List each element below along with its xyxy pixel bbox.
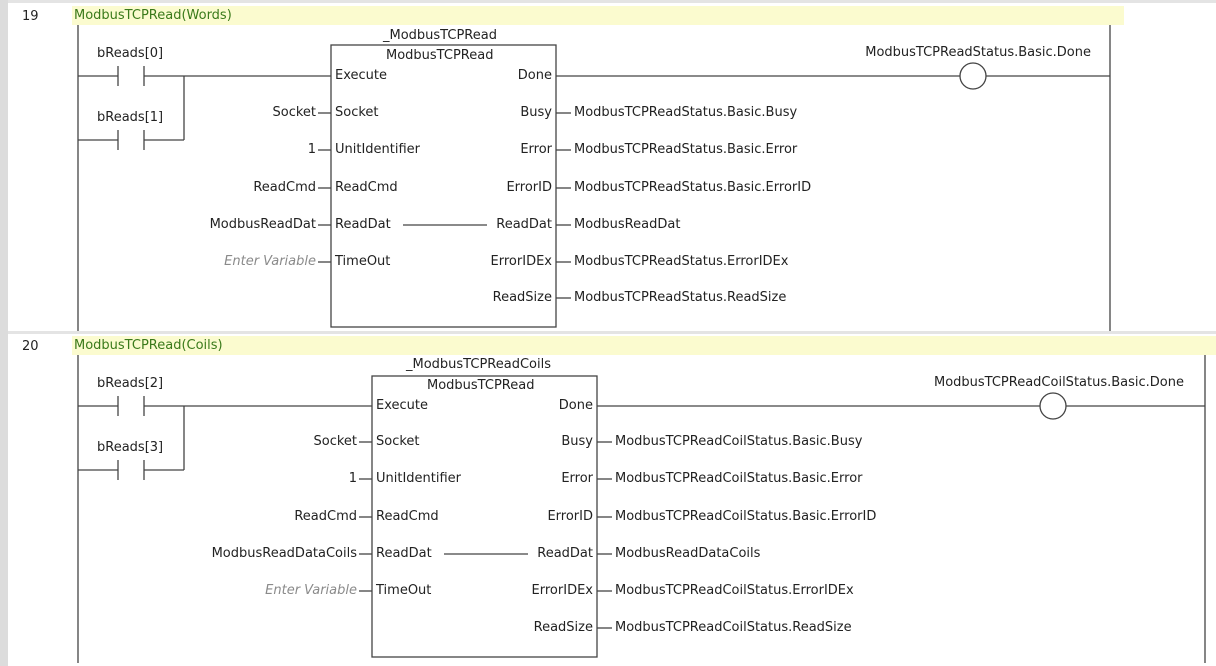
contact-label[interactable]: bReads[2]: [97, 376, 164, 391]
rung-separator: [8, 331, 1216, 334]
output-pin: Error: [520, 142, 552, 157]
rung-number: 20: [22, 339, 39, 354]
input-variable[interactable]: ModbusReadDat: [209, 217, 316, 232]
input-variable[interactable]: ReadCmd: [253, 180, 316, 195]
fb-instance-name[interactable]: _ModbusTCPRead: [383, 28, 497, 43]
output-pin: ReadSize: [533, 620, 593, 635]
fb-type-name: ModbusTCPRead: [427, 378, 535, 393]
output-pin: Busy: [561, 434, 593, 449]
input-variable[interactable]: Socket: [313, 434, 357, 449]
output-variable[interactable]: ModbusTCPReadStatus.ReadSize: [574, 290, 787, 305]
input-pin: ReadCmd: [335, 180, 398, 195]
contact-label[interactable]: bReads[0]: [97, 46, 164, 61]
input-variable-placeholder[interactable]: Enter Variable: [224, 254, 316, 269]
fb-instance-name[interactable]: _ModbusTCPReadCoils: [406, 357, 551, 372]
input-pin: UnitIdentifier: [335, 142, 421, 157]
output-pin: ErrorID: [506, 180, 552, 195]
output-pin: Done: [517, 68, 552, 83]
input-variable[interactable]: 1: [307, 142, 316, 157]
output-variable[interactable]: ModbusTCPReadCoilStatus.ErrorIDEx: [615, 583, 854, 598]
output-pin: Done: [558, 398, 593, 413]
output-variable[interactable]: ModbusTCPReadCoilStatus.Basic.Busy: [615, 434, 863, 449]
coil-label[interactable]: ModbusTCPReadCoilStatus.Basic.Done: [933, 375, 1184, 390]
rung-comment[interactable]: ModbusTCPRead(Words): [72, 6, 1124, 25]
output-pin: ErrorID: [547, 509, 593, 524]
output-variable[interactable]: ModbusReadDat: [574, 217, 681, 232]
output-pin: ErrorIDEx: [531, 583, 593, 598]
output-pin: ReadDat: [537, 546, 593, 561]
output-pin: ReadDat: [496, 217, 552, 232]
output-variable[interactable]: ModbusReadDataCoils: [615, 546, 761, 561]
output-variable[interactable]: ModbusTCPReadCoilStatus.Basic.ErrorID: [615, 509, 877, 524]
input-variable[interactable]: 1: [348, 471, 357, 486]
output-variable[interactable]: ModbusTCPReadStatus.Basic.Error: [574, 142, 798, 157]
coil-label[interactable]: ModbusTCPReadStatus.Basic.Done: [865, 45, 1091, 60]
input-pin: Execute: [376, 398, 428, 413]
output-variable[interactable]: ModbusTCPReadCoilStatus.ReadSize: [615, 620, 852, 635]
input-pin: ReadCmd: [376, 509, 439, 524]
output-variable[interactable]: ModbusTCPReadStatus.ErrorIDEx: [574, 254, 789, 269]
output-variable[interactable]: ModbusTCPReadStatus.Basic.ErrorID: [574, 180, 812, 195]
input-pin: UnitIdentifier: [376, 471, 462, 486]
editor-gutter: [0, 0, 8, 666]
input-pin: ReadDat: [376, 546, 432, 561]
input-variable[interactable]: ModbusReadDataCoils: [211, 546, 357, 561]
output-pin: ErrorIDEx: [490, 254, 552, 269]
input-variable[interactable]: Socket: [272, 105, 316, 120]
contact-label[interactable]: bReads[1]: [97, 110, 164, 125]
output-pin: Error: [561, 471, 593, 486]
rung-comment[interactable]: ModbusTCPRead(Coils): [72, 336, 1216, 355]
input-pin: Socket: [376, 434, 420, 449]
input-pin: TimeOut: [335, 254, 391, 269]
rung-number: 19: [22, 9, 39, 24]
input-variable[interactable]: ReadCmd: [294, 509, 357, 524]
contact-label[interactable]: bReads[3]: [97, 440, 164, 455]
rung-separator: [8, 0, 1216, 3]
input-variable-placeholder[interactable]: Enter Variable: [265, 583, 357, 598]
input-pin: Socket: [335, 105, 379, 120]
output-pin: ReadSize: [492, 290, 552, 305]
input-pin: TimeOut: [376, 583, 432, 598]
output-pin: Busy: [520, 105, 552, 120]
output-variable[interactable]: ModbusTCPReadStatus.Basic.Busy: [574, 105, 798, 120]
input-pin: ReadDat: [335, 217, 391, 232]
output-variable[interactable]: ModbusTCPReadCoilStatus.Basic.Error: [615, 471, 863, 486]
input-pin: Execute: [335, 68, 387, 83]
fb-type-name: ModbusTCPRead: [386, 48, 494, 63]
